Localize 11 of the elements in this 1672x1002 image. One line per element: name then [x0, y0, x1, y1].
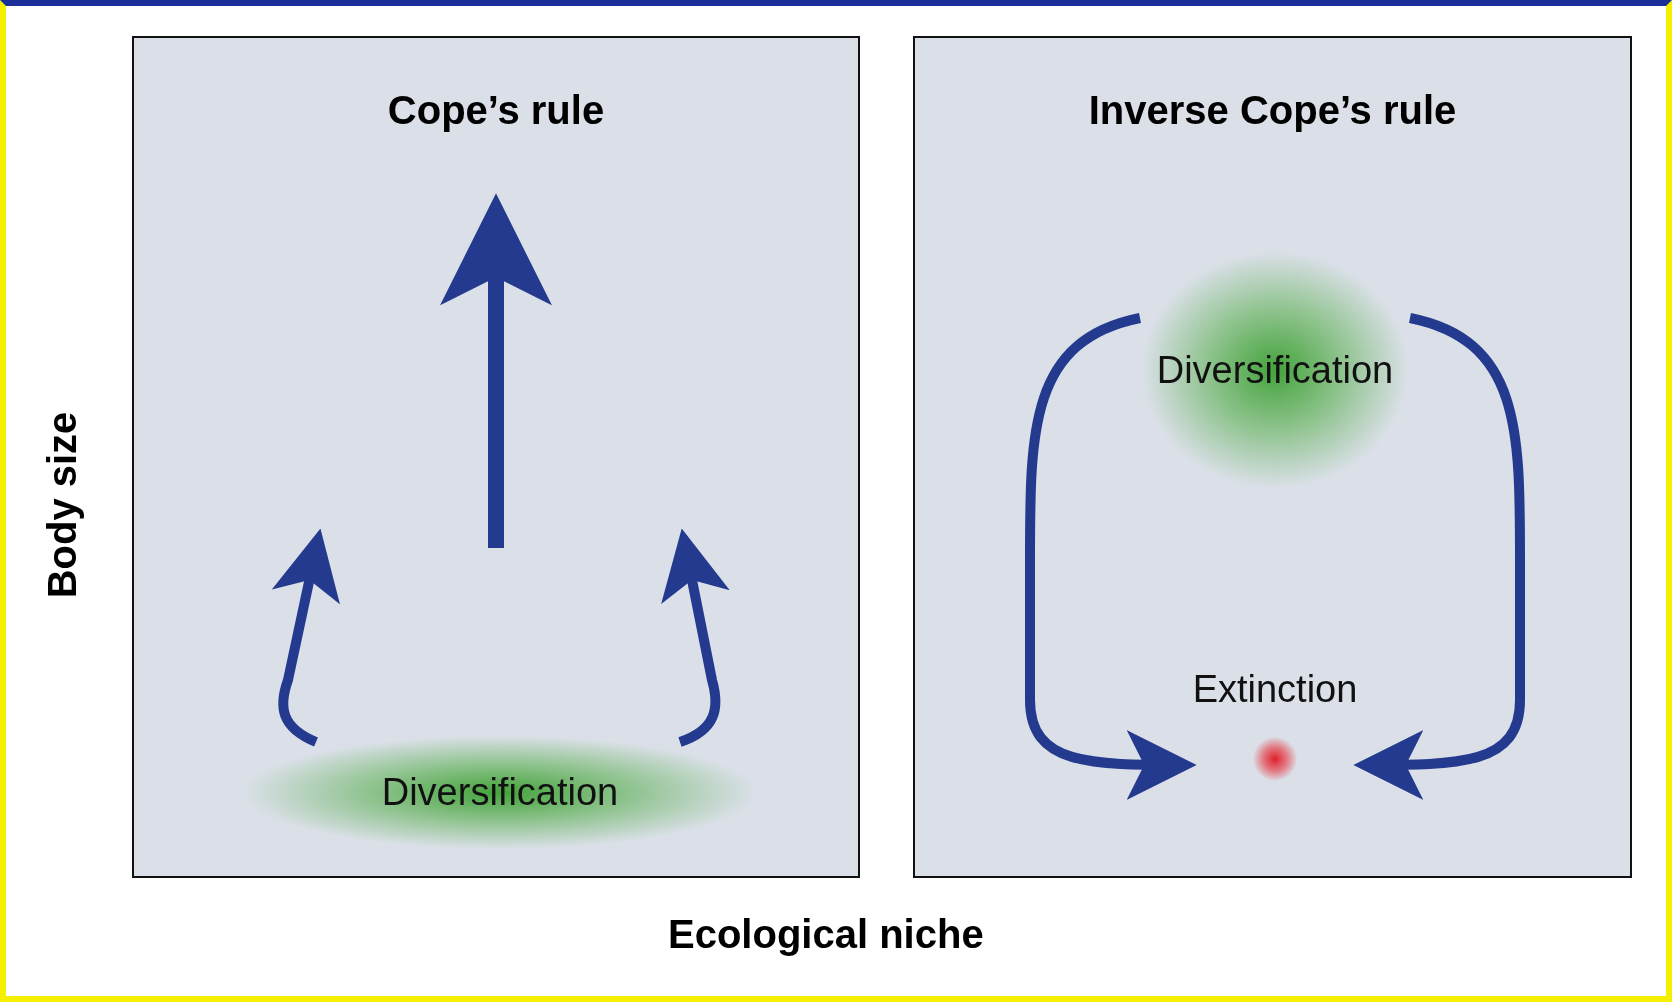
panel	[132, 36, 860, 878]
panel-title: Cope’s rule	[387, 88, 605, 133]
region-label: Diversification	[381, 771, 619, 814]
axis-label: Body size	[40, 411, 85, 599]
region-label: Diversification	[1156, 348, 1394, 392]
panel-title: Inverse Cope’s rule	[1088, 88, 1457, 133]
curved-arrow	[1353, 313, 1525, 800]
curved-arrow	[1025, 313, 1197, 800]
axis-label: Ecological niche	[668, 912, 984, 957]
panel	[913, 36, 1632, 878]
node-label: Extinction	[1192, 668, 1358, 711]
